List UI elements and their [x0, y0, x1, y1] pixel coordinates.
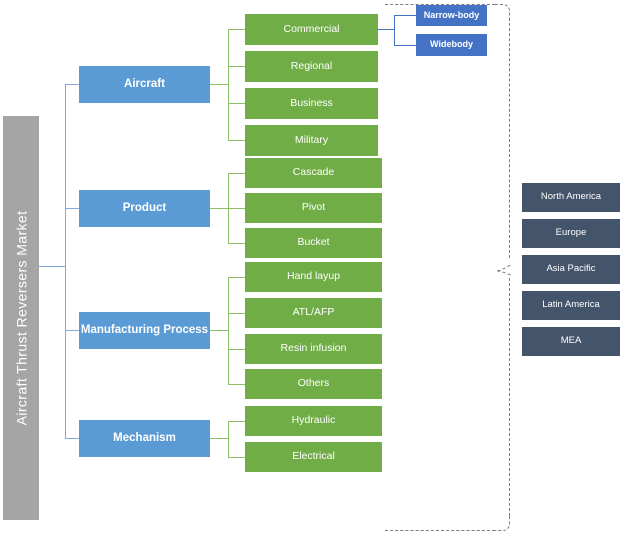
- region-bracket-lower-spine: [509, 278, 510, 516]
- node-electrical-label: Electrical: [292, 450, 335, 463]
- connector-commercial-widebody: [394, 45, 416, 46]
- region-latin-america-label: Latin America: [542, 299, 600, 311]
- node-mechanism[interactable]: Mechanism: [79, 420, 210, 457]
- connector-aircraft-regional: [228, 66, 245, 67]
- node-product-label: Product: [122, 202, 167, 215]
- connector-commercial-spine: [394, 15, 395, 45]
- node-commercial[interactable]: Commercial: [245, 14, 378, 45]
- node-others[interactable]: Others: [245, 369, 382, 399]
- region-bracket-bottom: [385, 530, 495, 531]
- node-aircraft-label: Aircraft: [124, 78, 165, 91]
- connector-commercial-narrowbody: [394, 15, 416, 16]
- region-bracket-corner-top: [495, 4, 510, 19]
- connector-mechanism-electrical: [228, 457, 245, 458]
- region-bracket-upper-spine: [509, 18, 510, 258]
- connector-manufacturing-others: [228, 384, 245, 385]
- node-atl-afp[interactable]: ATL/AFP: [245, 298, 382, 328]
- region-asia-pacific[interactable]: Asia Pacific: [522, 255, 620, 284]
- node-electrical[interactable]: Electrical: [245, 442, 382, 472]
- connector-mechanism-spine: [228, 421, 229, 457]
- region-bracket-corner-bottom: [495, 516, 510, 531]
- region-asia-pacific-label: Asia Pacific: [546, 263, 596, 275]
- region-latin-america[interactable]: Latin America: [522, 291, 620, 320]
- connector-manufacturing-atlafp: [228, 313, 245, 314]
- node-military[interactable]: Military: [245, 125, 378, 156]
- region-bracket-top: [385, 4, 495, 5]
- node-narrow-body-label: Narrow-body: [423, 9, 480, 20]
- connector-manufacturing-handlayup: [228, 277, 245, 278]
- node-commercial-label: Commercial: [283, 22, 340, 35]
- connector-manufacturing-stem: [210, 330, 228, 331]
- node-atl-afp-label: ATL/AFP: [292, 306, 335, 319]
- node-manufacturing-process-label: Manufacturing Process: [80, 324, 209, 337]
- connector-manufacturing-resin: [228, 349, 245, 350]
- connector-aircraft-stem: [210, 84, 228, 85]
- connector-product-pivot: [228, 208, 245, 209]
- node-manufacturing-process[interactable]: Manufacturing Process: [79, 312, 210, 349]
- connector-commercial-stem: [378, 29, 394, 30]
- node-hand-layup-label: Hand layup: [286, 270, 341, 283]
- node-pivot-label: Pivot: [301, 201, 326, 214]
- connector-aircraft-business: [228, 103, 245, 104]
- node-regional[interactable]: Regional: [245, 51, 378, 82]
- node-hydraulic[interactable]: Hydraulic: [245, 406, 382, 436]
- connector-mechanism-hydraulic: [228, 421, 245, 422]
- node-pivot[interactable]: Pivot: [245, 193, 382, 223]
- connector-manufacturing-spine: [228, 277, 229, 384]
- node-business[interactable]: Business: [245, 88, 378, 119]
- node-widebody[interactable]: Widebody: [416, 34, 487, 56]
- region-north-america-label: North America: [540, 191, 602, 203]
- root-title-bar: Aircraft Thrust Reversers Market: [3, 116, 39, 520]
- trunk-arm-mechanism: [65, 438, 79, 439]
- trunk-arm-aircraft: [65, 84, 79, 85]
- node-business-label: Business: [290, 96, 333, 109]
- trunk-arm-product: [65, 208, 79, 209]
- region-mea[interactable]: MEA: [522, 327, 620, 356]
- node-cascade[interactable]: Cascade: [245, 158, 382, 188]
- trunk-stem: [39, 266, 65, 267]
- node-mechanism-label: Mechanism: [113, 432, 176, 445]
- connector-product-cascade: [228, 173, 245, 174]
- region-north-america[interactable]: North America: [522, 183, 620, 212]
- trunk-arm-manufacturing: [65, 330, 79, 331]
- connector-aircraft-military: [228, 140, 245, 141]
- region-europe[interactable]: Europe: [522, 219, 620, 248]
- node-product[interactable]: Product: [79, 190, 210, 227]
- node-cascade-label: Cascade: [292, 166, 335, 179]
- connector-product-bucket: [228, 243, 245, 244]
- connector-aircraft-commercial: [228, 29, 245, 30]
- node-aircraft[interactable]: Aircraft: [79, 66, 210, 103]
- node-narrow-body[interactable]: Narrow-body: [416, 5, 487, 26]
- node-hydraulic-label: Hydraulic: [291, 414, 336, 427]
- node-resin-infusion-label: Resin infusion: [280, 342, 347, 355]
- node-military-label: Military: [294, 133, 329, 146]
- node-widebody-label: Widebody: [430, 39, 473, 50]
- region-europe-label: Europe: [555, 227, 587, 239]
- region-bracket-apex-lower: [497, 269, 511, 276]
- node-resin-infusion[interactable]: Resin infusion: [245, 334, 382, 364]
- node-bucket[interactable]: Bucket: [245, 228, 382, 258]
- node-hand-layup[interactable]: Hand layup: [245, 262, 382, 292]
- root-title-label: Aircraft Thrust Reversers Market: [13, 210, 29, 426]
- connector-aircraft-spine: [228, 29, 229, 140]
- node-bucket-label: Bucket: [297, 236, 330, 249]
- connector-mechanism-stem: [210, 438, 228, 439]
- node-regional-label: Regional: [290, 59, 333, 72]
- connector-product-stem: [210, 208, 228, 209]
- region-mea-label: MEA: [560, 335, 582, 347]
- node-others-label: Others: [297, 377, 330, 390]
- trunk-spine: [65, 84, 66, 438]
